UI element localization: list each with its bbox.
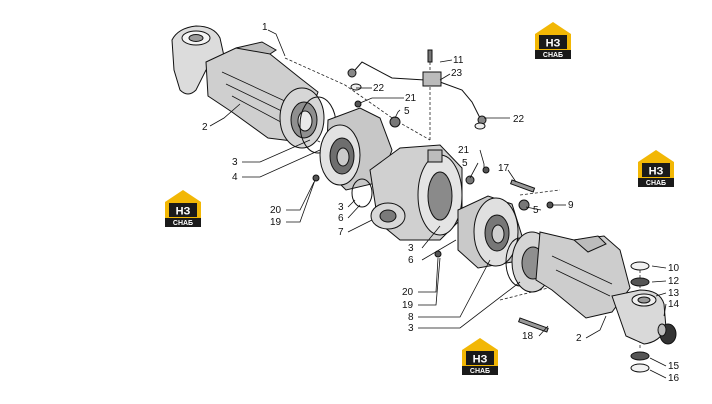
callout-12: 12 bbox=[668, 276, 680, 287]
watermark-logo-left: НЗ СНАБ bbox=[165, 190, 201, 227]
watermark-bottom-text: СНАБ bbox=[543, 52, 563, 59]
callout-20-right: 20 bbox=[402, 287, 414, 298]
callout-5-far: 5 bbox=[533, 205, 539, 216]
pin-21-right bbox=[482, 166, 490, 174]
leader-lines bbox=[209, 29, 667, 379]
nut-21-mid bbox=[465, 175, 475, 185]
callout-9: 9 bbox=[568, 200, 574, 211]
breather-pipe bbox=[347, 49, 487, 130]
watermark-top-text: НЗ bbox=[649, 166, 664, 178]
watermark-logo-right: НЗ СНАБ bbox=[638, 150, 674, 187]
callout-2-right: 2 bbox=[576, 333, 582, 344]
callout-3-bottom: 3 bbox=[408, 323, 414, 334]
right-brake-housing bbox=[457, 195, 523, 269]
callout-18: 18 bbox=[522, 331, 534, 342]
callout-5-upper: 5 bbox=[404, 106, 410, 117]
callout-labels: 1 2 11 23 22 21 5 22 3 4 20 19 3 6 7 21 … bbox=[202, 22, 680, 384]
callout-7: 7 bbox=[338, 227, 344, 238]
bolt-18 bbox=[517, 317, 549, 333]
nut-5-right bbox=[518, 199, 530, 211]
watermark-top-text: НЗ bbox=[546, 38, 561, 50]
washer-15 bbox=[630, 351, 650, 361]
o-ring-6-upper bbox=[351, 178, 373, 208]
callout-10: 10 bbox=[668, 263, 680, 274]
callout-21-upper: 21 bbox=[405, 93, 417, 104]
callout-20-left: 20 bbox=[270, 205, 282, 216]
callout-3-mid: 3 bbox=[338, 202, 344, 213]
callout-16: 16 bbox=[668, 373, 680, 384]
right-axle-housing bbox=[511, 231, 677, 345]
plug-20-left bbox=[312, 174, 320, 182]
watermark-logo-bottom: НЗ СНАБ bbox=[462, 338, 498, 375]
washer-22-upper bbox=[350, 83, 362, 91]
watermark-top-text: НЗ bbox=[176, 206, 191, 218]
left-axle-housing bbox=[171, 25, 325, 149]
callout-1: 1 bbox=[262, 22, 268, 33]
callout-23: 23 bbox=[451, 68, 463, 79]
callout-2-left: 2 bbox=[202, 122, 208, 133]
nut-5-upper bbox=[389, 116, 401, 128]
watermark-bottom-text: СНАБ bbox=[470, 368, 490, 375]
differential-housing bbox=[369, 144, 463, 241]
washer-10 bbox=[630, 261, 650, 271]
watermark-top-text: НЗ bbox=[473, 354, 488, 366]
callout-6-lower: 6 bbox=[408, 255, 414, 266]
watermark-bottom-text: СНАБ bbox=[173, 220, 193, 227]
callout-22-right: 22 bbox=[513, 114, 525, 125]
callout-17: 17 bbox=[498, 163, 510, 174]
callout-22-upper: 22 bbox=[373, 83, 385, 94]
callout-3-lower: 3 bbox=[408, 243, 414, 254]
callout-14: 14 bbox=[668, 299, 680, 310]
bolt-17 bbox=[509, 179, 536, 193]
watermark-logo-top-right: НЗ СНАБ bbox=[535, 22, 571, 59]
callout-8: 8 bbox=[408, 312, 414, 323]
washer-16 bbox=[630, 363, 650, 373]
callout-21-right: 21 bbox=[458, 145, 470, 156]
pin-21-upper bbox=[354, 100, 362, 108]
callout-19-left: 19 bbox=[270, 217, 282, 228]
bearing-12 bbox=[630, 277, 650, 287]
callout-5-right: 5 bbox=[462, 158, 468, 169]
callout-15: 15 bbox=[668, 361, 680, 372]
callout-13: 13 bbox=[668, 288, 680, 299]
callout-3-left: 3 bbox=[232, 157, 238, 168]
callout-6-mid: 6 bbox=[338, 213, 344, 224]
callout-4: 4 bbox=[232, 172, 238, 183]
callout-19-right: 19 bbox=[402, 300, 414, 311]
watermark-bottom-text: СНАБ bbox=[646, 180, 666, 187]
callout-11: 11 bbox=[453, 55, 464, 66]
